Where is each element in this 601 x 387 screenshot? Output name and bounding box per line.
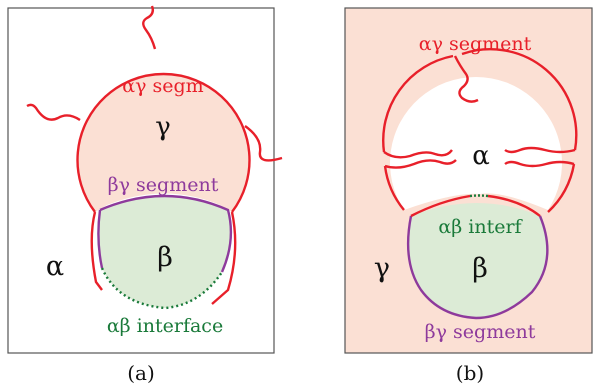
phase-top-a: γ [155, 112, 171, 142]
wavy-boundary-b-left-lower [384, 159, 457, 169]
label-alpha-gamma-b: αγ segment [419, 33, 532, 55]
wavy-boundary-b-left-upper [383, 149, 453, 159]
beta-grain-fill-b [408, 203, 548, 318]
wavy-boundary-b-top [453, 55, 479, 103]
alpha-gamma-segment-left [90, 211, 103, 291]
caption-a: (a) [127, 361, 155, 385]
phase-bottom-b: β [472, 253, 488, 284]
beta-gamma-boundary-b [406, 215, 549, 320]
beta-gamma-boundary-left [97, 209, 104, 269]
phase-outer-a: α [46, 251, 64, 282]
label-beta-gamma-a: βγ segment [108, 174, 219, 196]
alpha-beta-interface [100, 267, 223, 310]
wavy-boundary-left [26, 103, 81, 122]
alpha-gamma-arc-upper-right [461, 48, 578, 151]
panel-a: αγ segm γ βγ segment β α αβ interface (a… [7, 5, 283, 385]
alpha-gamma-arc-upper-left [382, 54, 454, 153]
phase-outer-b: γ [374, 253, 390, 284]
alpha-gamma-segment-right [211, 211, 237, 305]
caption-b: (b) [456, 361, 484, 385]
wavy-boundary-right [244, 125, 283, 162]
phase-bottom-a: β [157, 242, 173, 273]
label-alpha-beta-b: αβ interf [438, 216, 523, 238]
alpha-gamma-arc-lower-right [547, 163, 576, 213]
alpha-grain-fill [390, 76, 562, 210]
beta-gamma-boundary-right [99, 194, 233, 273]
wavy-boundary-top [142, 5, 157, 50]
label-beta-gamma-b: βγ segment [425, 321, 536, 343]
gamma-grain-fill [77, 74, 250, 212]
beta-grain-fill [98, 196, 231, 308]
label-alpha-gamma-a: αγ segm [122, 75, 203, 97]
alpha-gamma-segment-bottom-left [410, 194, 471, 218]
panel-b: αγ segment α αβ interf β γ βγ segment (b… [344, 7, 593, 385]
alpha-gamma-boundary [76, 72, 251, 213]
alpha-gamma-arc-lower-left [383, 165, 405, 211]
wavy-boundary-b-right-upper [504, 146, 576, 154]
alpha-gamma-segment-bottom-right [487, 194, 541, 217]
phase-top-b: α [472, 141, 490, 171]
label-alpha-beta-a: αβ interface [107, 315, 223, 337]
wavy-boundary-b-right-lower [504, 160, 575, 168]
alpha-beta-interface-b [469, 194, 489, 198]
